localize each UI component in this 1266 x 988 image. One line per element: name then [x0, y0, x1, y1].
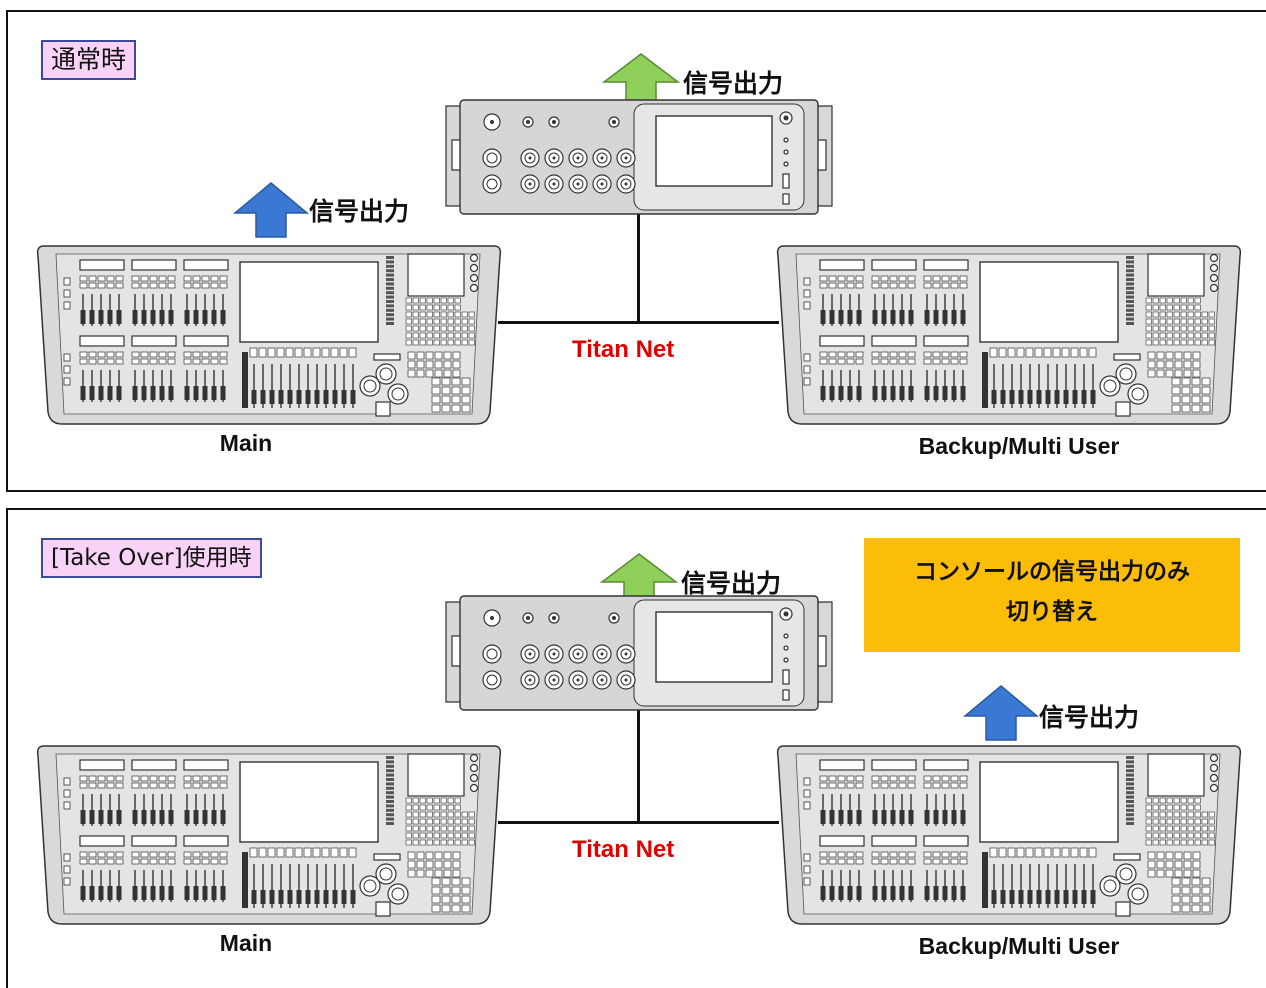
processor-chassis: [445, 595, 833, 711]
node-signal-label: 信号出力: [683, 69, 784, 98]
backup-caption: Backup/Multi User: [918, 933, 1120, 959]
network-link-horizontal: [498, 321, 779, 324]
network-link-vertical: [637, 214, 640, 324]
console-body: [36, 245, 502, 425]
mode-label: 通常時: [41, 40, 137, 80]
node-output-arrow-icon: [601, 53, 681, 105]
titan-net-processor-icon: [444, 594, 834, 712]
processor-chassis: [445, 99, 833, 215]
backup-caption: Backup/Multi User: [918, 433, 1120, 459]
console-body: [776, 245, 1242, 425]
main-console-icon: [36, 240, 502, 430]
backup-console-icon: [776, 240, 1242, 430]
console-body: [36, 745, 502, 925]
network-label: Titan Net: [572, 336, 675, 363]
main-caption: Main: [219, 930, 273, 956]
main-console-icon: [36, 740, 502, 930]
main-caption: Main: [219, 430, 273, 456]
network-link-vertical: [637, 710, 640, 824]
titan-net-processor-icon: [444, 98, 834, 216]
mode-label: [Take Over]使用時: [41, 538, 262, 578]
takeover-note: コンソールの信号出力のみ 切り替え: [864, 538, 1240, 652]
backup-signal-label: 信号出力: [1039, 703, 1140, 732]
normal-mode-panel: 通常時 信号出力 信号出力 Titan Net Main Backup/Mult…: [6, 10, 1266, 492]
backup-output-arrow-icon: [962, 685, 1040, 741]
network-label: Titan Net: [572, 836, 675, 863]
takeover-mode-panel: [Take Over]使用時 コンソールの信号出力のみ 切り替え 信号出力 信号…: [6, 508, 1266, 988]
note-line-1: コンソールの信号出力のみ: [914, 559, 1190, 585]
node-signal-label: 信号出力: [681, 569, 782, 598]
console-body: [776, 745, 1242, 925]
main-signal-label: 信号出力: [309, 197, 410, 226]
backup-console-icon: [776, 740, 1242, 930]
network-link-horizontal: [498, 821, 779, 824]
main-output-arrow-icon: [232, 182, 310, 238]
note-line-2: 切り替え: [1006, 599, 1098, 625]
